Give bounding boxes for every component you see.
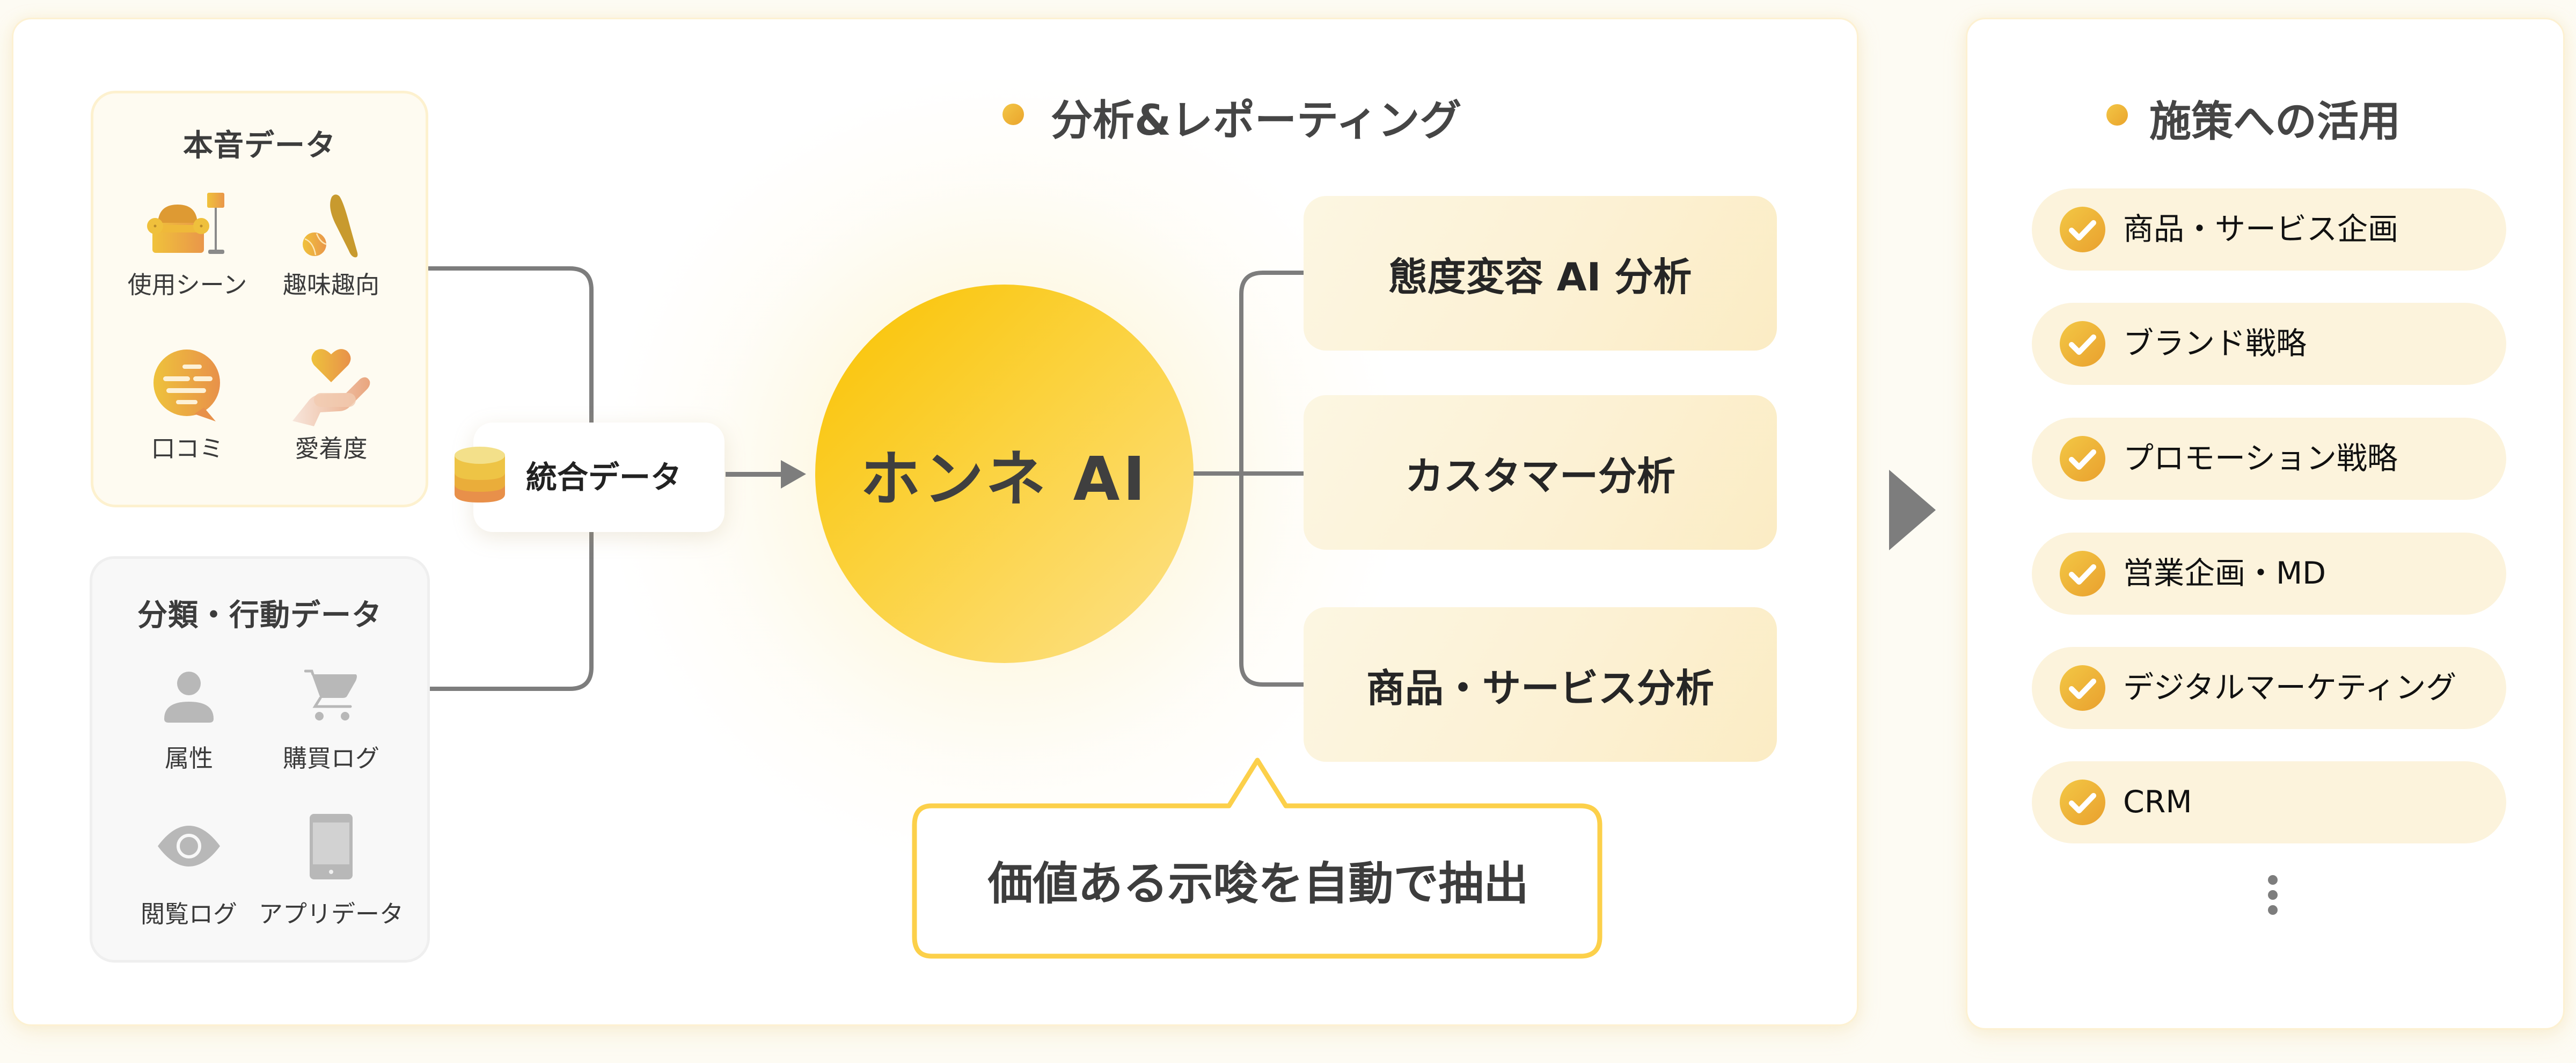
speech-bubble-icon (152, 348, 222, 426)
heart-hand-icon (288, 346, 374, 434)
check-circle-icon (2060, 321, 2105, 367)
shopping-cart-icon (304, 669, 358, 725)
vertical-ellipsis-icon (2268, 875, 2278, 920)
usage-item-label: 商品・サービス企画 (2123, 212, 2398, 247)
usage-item-label: CRM (2123, 784, 2192, 820)
source-item-label: 購買ログ (282, 744, 379, 773)
analysis-item-label: 態度変容 AI 分析 (1388, 254, 1692, 300)
check-circle-icon (2060, 207, 2105, 252)
source-item-label: 閲覧ログ (140, 900, 237, 928)
source-item-label: 使用シーン (127, 271, 247, 299)
callout-bubble (912, 758, 1602, 959)
source-item-label: 属性 (164, 744, 213, 773)
analysis-item-attitude-change: 態度変容 AI 分析 (1304, 196, 1777, 351)
analysis-section-title: 分析&レポーティング (1051, 97, 1462, 145)
analysis-item-label: カスタマー分析 (1404, 453, 1675, 499)
person-icon (162, 672, 216, 725)
sofa-lamp-icon (147, 193, 228, 259)
check-circle-icon (2060, 780, 2105, 825)
honne-data-title: 本音データ (183, 128, 336, 163)
usage-item-promotion-strategy: プロモーション戦略 (2032, 418, 2506, 500)
analysis-connector-lines (1194, 271, 1304, 687)
eye-icon (157, 825, 221, 870)
analysis-item-label: 商品・サービス分析 (1366, 665, 1714, 711)
analysis-item-customer: カスタマー分析 (1304, 395, 1777, 550)
source-item-label: 口コミ (151, 434, 224, 463)
flow-arrow-icon (1889, 470, 1936, 550)
behavior-data-title: 分類・行動データ (137, 598, 382, 633)
integrated-data-node: 統合データ (473, 423, 724, 532)
usage-section-title: 施策への活用 (2149, 98, 2401, 146)
source-item-label: 愛着度 (295, 434, 368, 463)
database-icon (455, 446, 505, 507)
usage-item-label: ブランド戦略 (2123, 326, 2307, 361)
usage-item-product-planning: 商品・サービス企画 (2032, 188, 2506, 271)
usage-item-sales-planning-md: 営業企画・MD (2032, 533, 2506, 615)
arrow-right-icon (726, 460, 806, 489)
usage-item-label: 営業企画・MD (2123, 556, 2326, 591)
honne-data-box: 本音データ 使用シーン (91, 91, 428, 507)
behavior-data-box: 分類・行動データ 属性 購買ログ (90, 556, 430, 963)
check-circle-icon (2060, 665, 2105, 711)
usage-item-label: デジタルマーケティング (2123, 670, 2457, 705)
check-circle-icon (2060, 551, 2105, 596)
usage-item-crm: CRM (2032, 761, 2506, 843)
usage-item-brand-strategy: ブランド戦略 (2032, 303, 2506, 385)
usage-item-label: プロモーション戦略 (2123, 441, 2398, 476)
check-circle-icon (2060, 436, 2105, 482)
smartphone-icon (310, 814, 353, 882)
usage-item-digital-marketing: デジタルマーケティング (2032, 647, 2506, 729)
analysis-item-product-service: 商品・サービス分析 (1304, 607, 1777, 762)
usage-panel (1966, 18, 2565, 1030)
source-item-label: 趣味趣向 (282, 271, 379, 299)
bullet-dot-icon (1002, 104, 1024, 125)
honne-ai-label: ホンネ AI (860, 444, 1149, 514)
bullet-dot-icon (2106, 104, 2128, 126)
integrated-data-label: 統合データ (526, 459, 682, 496)
callout-text: 価値ある示唆を自動で抽出 (987, 857, 1529, 910)
bat-ball-icon (302, 193, 361, 262)
source-item-label: アプリデータ (258, 900, 404, 928)
honne-ai-core: ホンネ AI (815, 285, 1194, 663)
